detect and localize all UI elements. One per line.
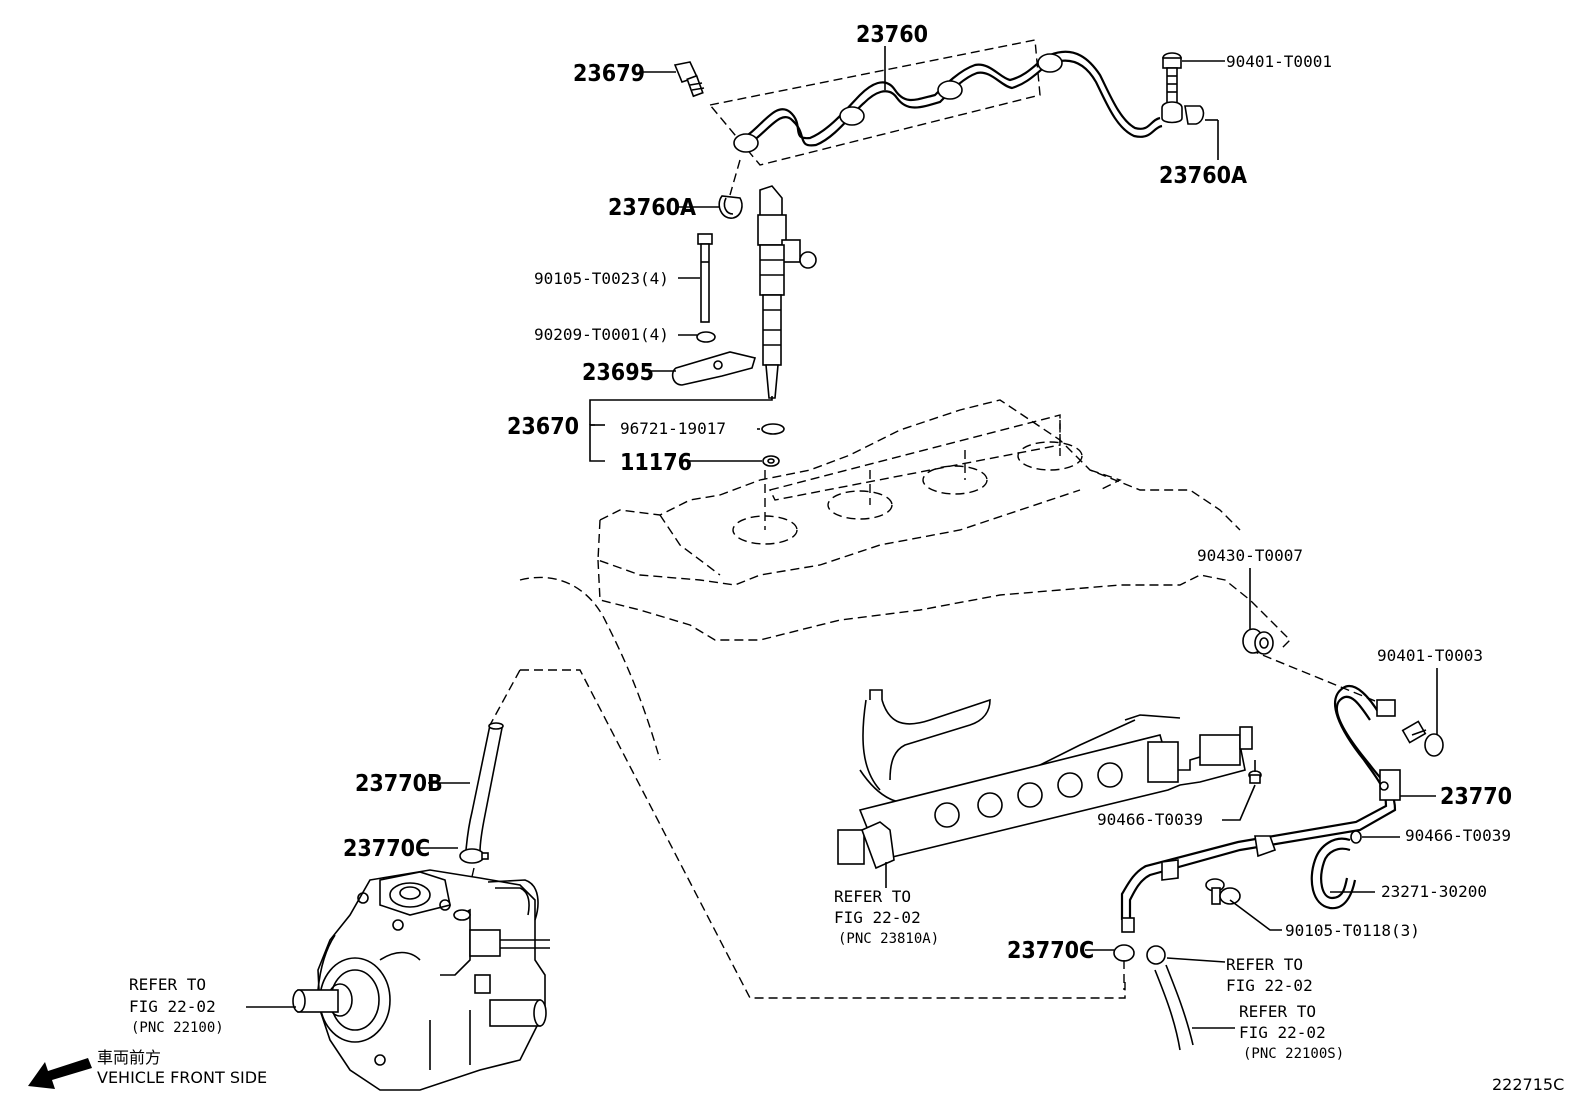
label-90209-T0001: 90209-T0001(4): [534, 325, 669, 344]
label-23770C-bottom: 23770C: [1007, 938, 1094, 964]
ref-pump-line3: (PNC 22100): [131, 1020, 224, 1036]
ref-hose-line2: FIG 22-02: [1239, 1023, 1326, 1042]
hose-23271-30200: [1310, 837, 1357, 910]
fuel-pipe-23770: [1120, 649, 1401, 933]
label-90466-T0039-b: 90466-T0039: [1405, 826, 1511, 845]
label-90401-T0003: 90401-T0003: [1377, 646, 1483, 665]
clamp-23760A-left: [718, 159, 743, 219]
arrow-left-icon: [28, 1058, 92, 1089]
ref-pump-line1: REFER TO: [129, 975, 206, 994]
label-11176: 11176: [620, 450, 692, 476]
label-23695: 23695: [582, 360, 654, 386]
bolt-90401-T0001: [1161, 52, 1205, 125]
return-hose: [1154, 964, 1194, 1051]
label-96721-19017: 96721-19017: [620, 419, 726, 438]
label-23770B: 23770B: [355, 771, 443, 797]
gasket-90466-T0039-b: [1350, 830, 1362, 844]
label-23760: 23760: [856, 22, 928, 48]
figure-id: 222715C: [1492, 1075, 1564, 1094]
clamp-23770C-top: [459, 848, 489, 864]
engine-head-outline: [519, 399, 1291, 761]
o-ring-96721-19017: [761, 423, 785, 435]
ref-rail-line1: REFER TO: [834, 887, 911, 906]
ref-pump-line2: FIG 22-02: [129, 997, 216, 1016]
ref-hose-line1: REFER TO: [1239, 1002, 1316, 1021]
bolt-90401-T0003: [1401, 720, 1444, 757]
label-90466-T0039-a: 90466-T0039: [1097, 810, 1203, 829]
ref-fig-line2: FIG 22-02: [1226, 976, 1313, 995]
gasket-90430-T0007: [1242, 628, 1274, 655]
label-90430-T0007: 90430-T0007: [1197, 546, 1303, 565]
bolt-23679: [673, 61, 705, 98]
label-23770: 23770: [1440, 784, 1512, 810]
ref-hose-line3: (PNC 22100S): [1243, 1046, 1344, 1062]
washer-90209-T0001: [696, 331, 716, 343]
leader-lines: [246, 46, 1438, 1029]
ref-rail-line3: (PNC 23810A): [838, 931, 939, 947]
fuel-return-route-top: [489, 669, 521, 726]
label-23679: 23679: [573, 61, 645, 87]
clamp-23695: [671, 351, 757, 386]
vehicle-front-arrow: [28, 1058, 92, 1089]
label-90401-T0001: 90401-T0001: [1226, 52, 1332, 71]
label-90105-T0118: 90105-T0118(3): [1285, 921, 1420, 940]
label-23770C-top: 23770C: [343, 836, 430, 862]
label-90105-T0023: 90105-T0023(4): [534, 269, 669, 288]
injection-pipe-23760: [708, 39, 1163, 166]
label-23271-30200: 23271-30200: [1381, 882, 1487, 901]
supply-pump: [292, 869, 550, 1091]
bolt-90105-T0023: [697, 233, 713, 323]
gasket-11176: [762, 455, 780, 467]
label-23760A-left: 23760A: [608, 195, 696, 221]
ref-rail-line2: FIG 22-02: [834, 908, 921, 927]
fuel-rail: [837, 689, 1253, 870]
label-23670: 23670: [507, 414, 579, 440]
label-23760A-right: 23760A: [1159, 163, 1247, 189]
front-label-en: VEHICLE FRONT SIDE: [97, 1068, 267, 1087]
front-label-jp: 車両前方: [97, 1048, 161, 1067]
gasket-90466-T0039-a: [1248, 760, 1262, 784]
ref-fig-line1: REFER TO: [1226, 955, 1303, 974]
part-labels: 23760 23679 90401-T0001 23760A 23760A 90…: [97, 22, 1564, 1094]
injector-23670: [757, 185, 817, 399]
hose-23770B: [465, 722, 504, 853]
clamp-23770C-bottom: [1113, 944, 1166, 990]
bolt-90105-T0118: [1205, 878, 1241, 905]
